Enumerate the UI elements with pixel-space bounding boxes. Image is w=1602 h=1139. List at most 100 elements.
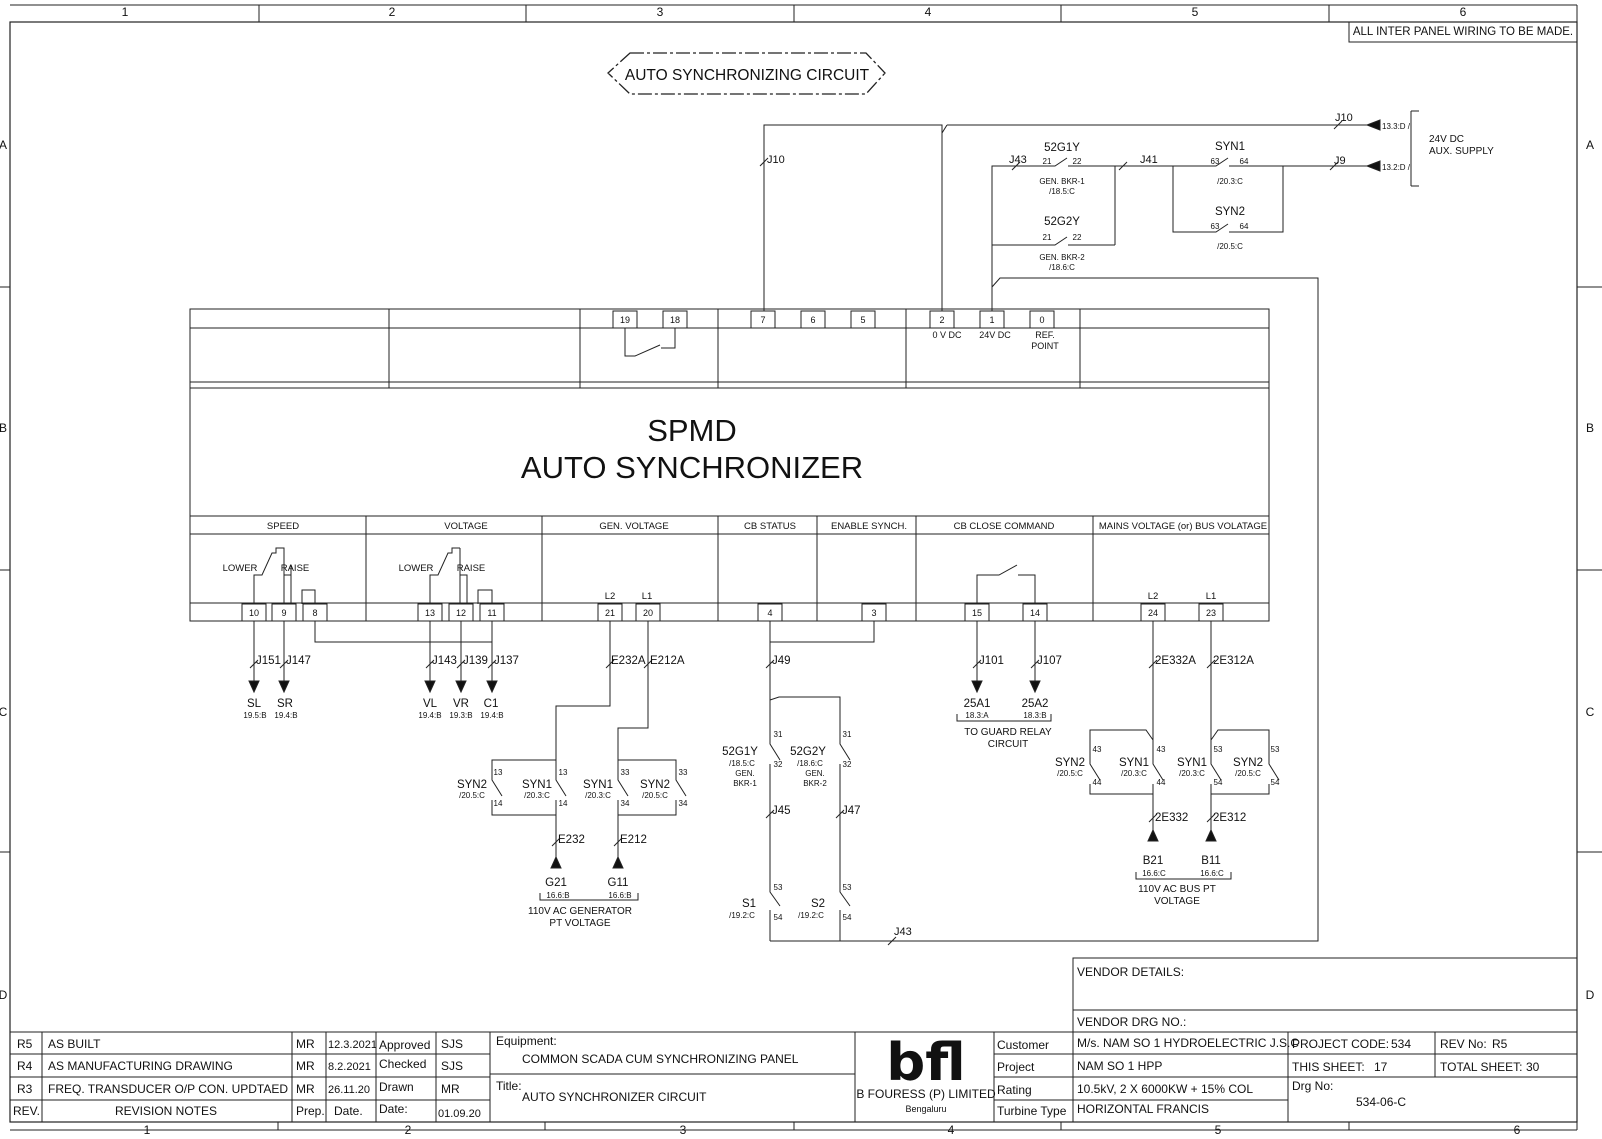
rev-r5-id: R5 xyxy=(17,1037,33,1051)
voltage-raise-label: RAISE xyxy=(457,563,486,574)
bus-syn1-left-name: SYN1 xyxy=(1119,757,1149,769)
bottom-terminal-20: 20 xyxy=(643,608,653,618)
contact-52g2y-t1: 21 xyxy=(1043,233,1052,242)
top-terminal-18: 18 xyxy=(670,315,680,325)
top-terminal-2: 2 xyxy=(939,315,944,325)
bottom-terminal-23: 23 xyxy=(1206,608,1216,618)
total-sheet-value: 30 xyxy=(1526,1060,1540,1074)
contact-52g1y-t2: 22 xyxy=(1073,157,1082,166)
drawn-label: Drawn xyxy=(379,1080,414,1094)
gen-g21-ref: 16.6:B xyxy=(546,891,569,900)
customer-label: Customer xyxy=(997,1038,1049,1052)
gen-syn2-left-t1: 13 xyxy=(494,768,503,777)
bus-voltage-wiring xyxy=(1089,621,1280,880)
cb-52g2y-d2: BKR-2 xyxy=(803,779,827,788)
rev-r4-id: R4 xyxy=(17,1059,33,1073)
cb-close-arrows xyxy=(971,680,1041,694)
gen-g11: G11 xyxy=(608,877,629,889)
section-gen-voltage: GEN. VOLTAGE xyxy=(599,521,668,532)
rev-no-value: R5 xyxy=(1492,1037,1508,1051)
top-wiring xyxy=(763,110,1419,942)
date-value: 01.09.20 xyxy=(438,1108,481,1120)
gen-syn1-left-t2: 14 xyxy=(559,799,568,808)
bus-l2-label: L2 xyxy=(1148,591,1159,602)
rating-label: Rating xyxy=(997,1083,1032,1097)
output-vr: VR xyxy=(453,698,469,710)
row-label-c-left: C xyxy=(0,705,8,719)
rev-r4-note: AS MANUFACTURING DRAWING xyxy=(48,1059,233,1073)
module-name-line1: SPMD xyxy=(647,413,737,448)
top-label-0vdc: 0 V DC xyxy=(932,330,962,340)
cb-52g1y-t1: 31 xyxy=(774,730,783,739)
contact-52g1y-t1: 21 xyxy=(1043,157,1052,166)
bus-syn2-right-t1: 53 xyxy=(1271,745,1280,754)
contact-syn2-name: SYN2 xyxy=(1215,206,1245,218)
section-enable-synch: ENABLE SYNCH. xyxy=(831,521,907,532)
cb-52g1y-t2: 32 xyxy=(774,760,783,769)
bus-syn1-right-ref: /20.3:C xyxy=(1179,769,1205,778)
bus-b21-ref: 16.6:C xyxy=(1142,869,1166,878)
prep-header: Prep. xyxy=(296,1104,325,1118)
contact-syn1-t2: 64 xyxy=(1240,157,1249,166)
bus-pt-label-2: VOLTAGE xyxy=(1154,896,1200,907)
output-vr-ref: 19.3:B xyxy=(449,711,472,720)
cb-status-wiring xyxy=(765,621,875,942)
col-label-1-top: 1 xyxy=(122,5,129,19)
cb-close-wiring xyxy=(956,621,1052,722)
gen-l2-label: L2 xyxy=(605,591,616,602)
wire-j43-top: J43 xyxy=(1009,154,1027,166)
col-label-3-top: 3 xyxy=(657,5,664,19)
checked-value: SJS xyxy=(441,1059,463,1073)
top-terminal-0: 0 xyxy=(1039,315,1044,325)
bus-syn1-left-t1: 43 xyxy=(1157,745,1166,754)
gen-syn1-right-name: SYN1 xyxy=(583,779,613,791)
bottom-terminal-14: 14 xyxy=(1030,608,1040,618)
gen-syn1-left-ref: /20.3:C xyxy=(524,791,550,800)
rev-r4-date: 8.2.2021 xyxy=(328,1061,371,1073)
top-label-ref: REF. xyxy=(1035,330,1055,340)
col-label-1-bottom: 1 xyxy=(144,1123,151,1137)
output-sr-ref: 19.4:B xyxy=(274,711,297,720)
title-block-grid xyxy=(9,957,1578,1123)
gen-syn2-right-name: SYN2 xyxy=(640,779,670,791)
project-value: NAM SO 1 HPP xyxy=(1077,1059,1162,1073)
bottom-terminal-4: 4 xyxy=(767,608,772,618)
top-terminal-5: 5 xyxy=(860,315,865,325)
contact-52g2y-desc1: GEN. BKR-2 xyxy=(1039,253,1085,262)
approved-label: Approved xyxy=(379,1038,430,1052)
guard-relay-label-2: CIRCUIT xyxy=(988,739,1029,750)
wire-j151: J151 xyxy=(256,655,281,667)
rev-header: REV. xyxy=(13,1104,40,1118)
project-code-label: PROJECT CODE: xyxy=(1292,1037,1389,1051)
row-label-a-left: A xyxy=(0,138,7,152)
this-sheet-value: 17 xyxy=(1374,1060,1388,1074)
drg-no-label: Drg No: xyxy=(1292,1079,1333,1093)
project-code-value: 534 xyxy=(1391,1037,1411,1051)
speed-raise-label: RAISE xyxy=(281,563,310,574)
contact-52g1y-desc2: /18.5:C xyxy=(1049,187,1075,196)
bus-syn2-right-name: SYN2 xyxy=(1233,757,1263,769)
gen-voltage-wiring xyxy=(491,621,687,901)
col-label-6-top: 6 xyxy=(1460,5,1467,19)
bus-syn1-right-t1: 53 xyxy=(1214,745,1223,754)
wire-j43-bottom: J43 xyxy=(894,926,912,938)
date-label: Date: xyxy=(379,1102,408,1116)
bus-syn1-right-t2: 54 xyxy=(1214,778,1223,787)
top-terminal-7: 7 xyxy=(760,315,765,325)
diagram-title: AUTO SYNCHRONIZING CIRCUIT xyxy=(625,67,870,84)
cb-s1-name: S1 xyxy=(742,898,756,910)
wire-j47: J47 xyxy=(842,805,861,817)
top-terminal-19: 19 xyxy=(620,315,630,325)
bus-syn2-left-name: SYN2 xyxy=(1055,757,1085,769)
contact-52g2y-name: 52G2Y xyxy=(1044,216,1080,228)
cb-s2-ref: /19.2:C xyxy=(798,911,824,920)
gen-syn1-right-t1: 33 xyxy=(621,768,630,777)
company-city: Bengaluru xyxy=(905,1104,946,1114)
col-label-5-top: 5 xyxy=(1192,5,1199,19)
section-cb-status: CB STATUS xyxy=(744,521,796,532)
section-voltage: VOLTAGE xyxy=(444,521,487,532)
supply-ref-2: 13.2:D / xyxy=(1382,163,1411,172)
company-name: B FOURESS (P) LIMITED xyxy=(856,1087,996,1101)
supply-label-1: 24V DC xyxy=(1429,134,1464,145)
